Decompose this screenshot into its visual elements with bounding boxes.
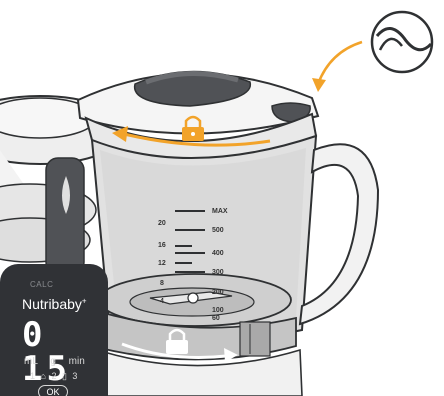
unit-ml: mL	[24, 356, 38, 367]
scale-ml-label: 300	[212, 269, 224, 277]
brand-logo: Nutribaby+	[22, 296, 87, 312]
scale-ml-label: 200	[212, 289, 224, 297]
unit-g: g	[50, 356, 56, 367]
calc-label: CALC	[30, 280, 53, 289]
brand-mark: +	[82, 296, 87, 305]
unit-row: mL g min	[24, 356, 85, 367]
pointer-arrow-icon	[318, 42, 362, 84]
scale-oz-label: 8	[160, 280, 164, 288]
scale-ml-label: 500	[212, 227, 224, 235]
scale-oz-label: 16	[158, 242, 166, 250]
scale-ml-label: 400	[212, 250, 224, 258]
unit-min: min	[69, 356, 85, 367]
twist-icon	[372, 12, 432, 72]
scale-oz-label: 4	[160, 298, 164, 306]
scale-oz-label: 20	[158, 220, 166, 228]
pointer-arrow-head-icon	[312, 78, 326, 92]
nozzle	[46, 158, 84, 274]
control-panel: CALC Nutribaby+ 0 15 mL g min 1 ⌂ 2 ▯ 3 …	[0, 264, 108, 396]
blade-assembly	[99, 274, 302, 396]
scale-max-label: MAX	[212, 208, 228, 216]
scale-oz-label: 12	[158, 260, 166, 268]
ok-button[interactable]: OK	[38, 385, 68, 396]
scale-ml-label: 100	[212, 307, 224, 315]
brand-name: Nutribaby	[22, 296, 82, 312]
scale-ml-label: 60	[212, 315, 220, 323]
mode-selector[interactable]: 1 ⌂ 2 ▯ 3	[30, 371, 77, 382]
